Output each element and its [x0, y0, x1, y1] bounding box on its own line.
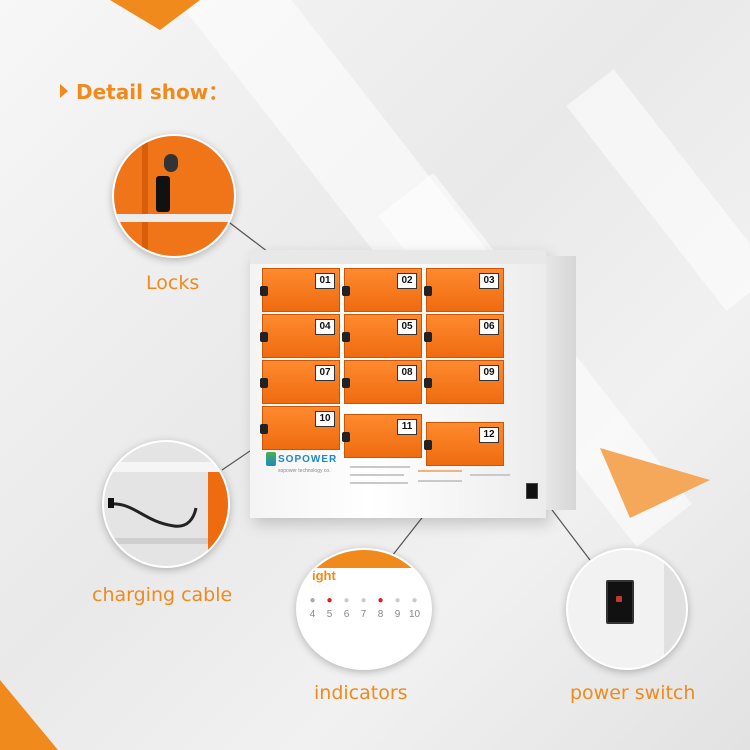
locker-number: 08 — [397, 365, 417, 381]
lock-icon — [260, 332, 268, 342]
indicator-number: 9 — [394, 609, 401, 620]
locker-door[interactable]: 09 — [426, 360, 504, 404]
locker-number: 10 — [315, 411, 335, 427]
locker-number: 05 — [397, 319, 417, 335]
locker-number: 07 — [315, 365, 335, 381]
info-text-line — [418, 480, 462, 482]
lock-icon — [342, 286, 350, 296]
locker-door[interactable]: 05 — [344, 314, 422, 358]
power-switch[interactable] — [526, 483, 538, 499]
locker-door[interactable]: 02 — [344, 268, 422, 312]
locker-door[interactable]: 03 — [426, 268, 504, 312]
locker-number: 04 — [315, 319, 335, 335]
locker-door[interactable]: 10 — [262, 406, 340, 450]
info-text-line — [350, 466, 410, 468]
power-switch-zoom-circle — [566, 548, 688, 670]
lock-icon — [260, 378, 268, 388]
indicators-heading: ight — [312, 568, 336, 583]
brand-name: SOPOWER — [278, 454, 338, 465]
lock-icon — [424, 378, 432, 388]
caption-locks: Locks — [146, 272, 200, 294]
locker-number: 06 — [479, 319, 499, 335]
rocker-switch-icon — [606, 580, 634, 624]
indicator-number: 5 — [326, 609, 333, 620]
indicator-number: 7 — [360, 609, 367, 620]
indicator-number: 10 — [408, 609, 421, 620]
caption-charging-cable: charging cable — [92, 584, 233, 606]
lock-icon — [260, 424, 268, 434]
locker-number: 02 — [397, 273, 417, 289]
lock-icon — [342, 378, 350, 388]
locker-cabinet: 01 02 03 04 05 06 07 08 09 10 11 12 SOPO… — [250, 250, 576, 518]
caption-power-switch: power switch — [570, 682, 696, 704]
decor-triangle-top — [110, 0, 200, 30]
locker-door[interactable]: 08 — [344, 360, 422, 404]
charging-cable-zoom-circle — [102, 440, 230, 568]
page-title: Detail show： — [60, 76, 228, 105]
lock-icon — [424, 332, 432, 342]
lock-icon — [424, 440, 432, 450]
locker-number: 03 — [479, 273, 499, 289]
cable-icon — [108, 498, 198, 528]
cabinet-top — [250, 250, 546, 264]
info-text-line — [350, 482, 408, 484]
lock-icon — [424, 286, 432, 296]
page-title-text: Detail show： — [76, 80, 229, 104]
locker-number: 01 — [315, 273, 335, 289]
lock-icon — [260, 286, 268, 296]
locker-door[interactable]: 01 — [262, 268, 340, 312]
brand-logo-icon — [266, 452, 276, 466]
brand-subtitle: sopower technology co. — [278, 468, 331, 474]
key-icon — [156, 176, 170, 212]
locker-door[interactable]: 12 — [426, 422, 504, 466]
locker-number: 11 — [397, 419, 417, 435]
caption-indicators: indicators — [314, 682, 408, 704]
lock-icon — [342, 332, 350, 342]
info-text-line — [350, 474, 404, 476]
indicator-number: 4 — [309, 609, 316, 620]
cabinet-side — [546, 256, 576, 510]
indicator-number: 6 — [343, 609, 350, 620]
decor-triangle-right — [600, 448, 710, 518]
decor-triangle-bottom-left — [0, 680, 58, 750]
locker-door[interactable]: 06 — [426, 314, 504, 358]
locker-door[interactable]: 07 — [262, 360, 340, 404]
title-arrow-icon — [60, 83, 68, 98]
locker-number: 12 — [479, 427, 499, 443]
locker-number: 09 — [479, 365, 499, 381]
locker-door[interactable]: 04 — [262, 314, 340, 358]
info-text-line — [470, 474, 510, 476]
indicator-number: 8 — [377, 609, 384, 620]
key-lock-icon — [164, 154, 178, 172]
lock-icon — [342, 432, 350, 442]
locker-door[interactable]: 11 — [344, 414, 422, 458]
locks-zoom-circle — [112, 134, 236, 258]
indicator-dots: ●●●●●●● — [309, 595, 418, 606]
info-text-line — [418, 470, 462, 472]
